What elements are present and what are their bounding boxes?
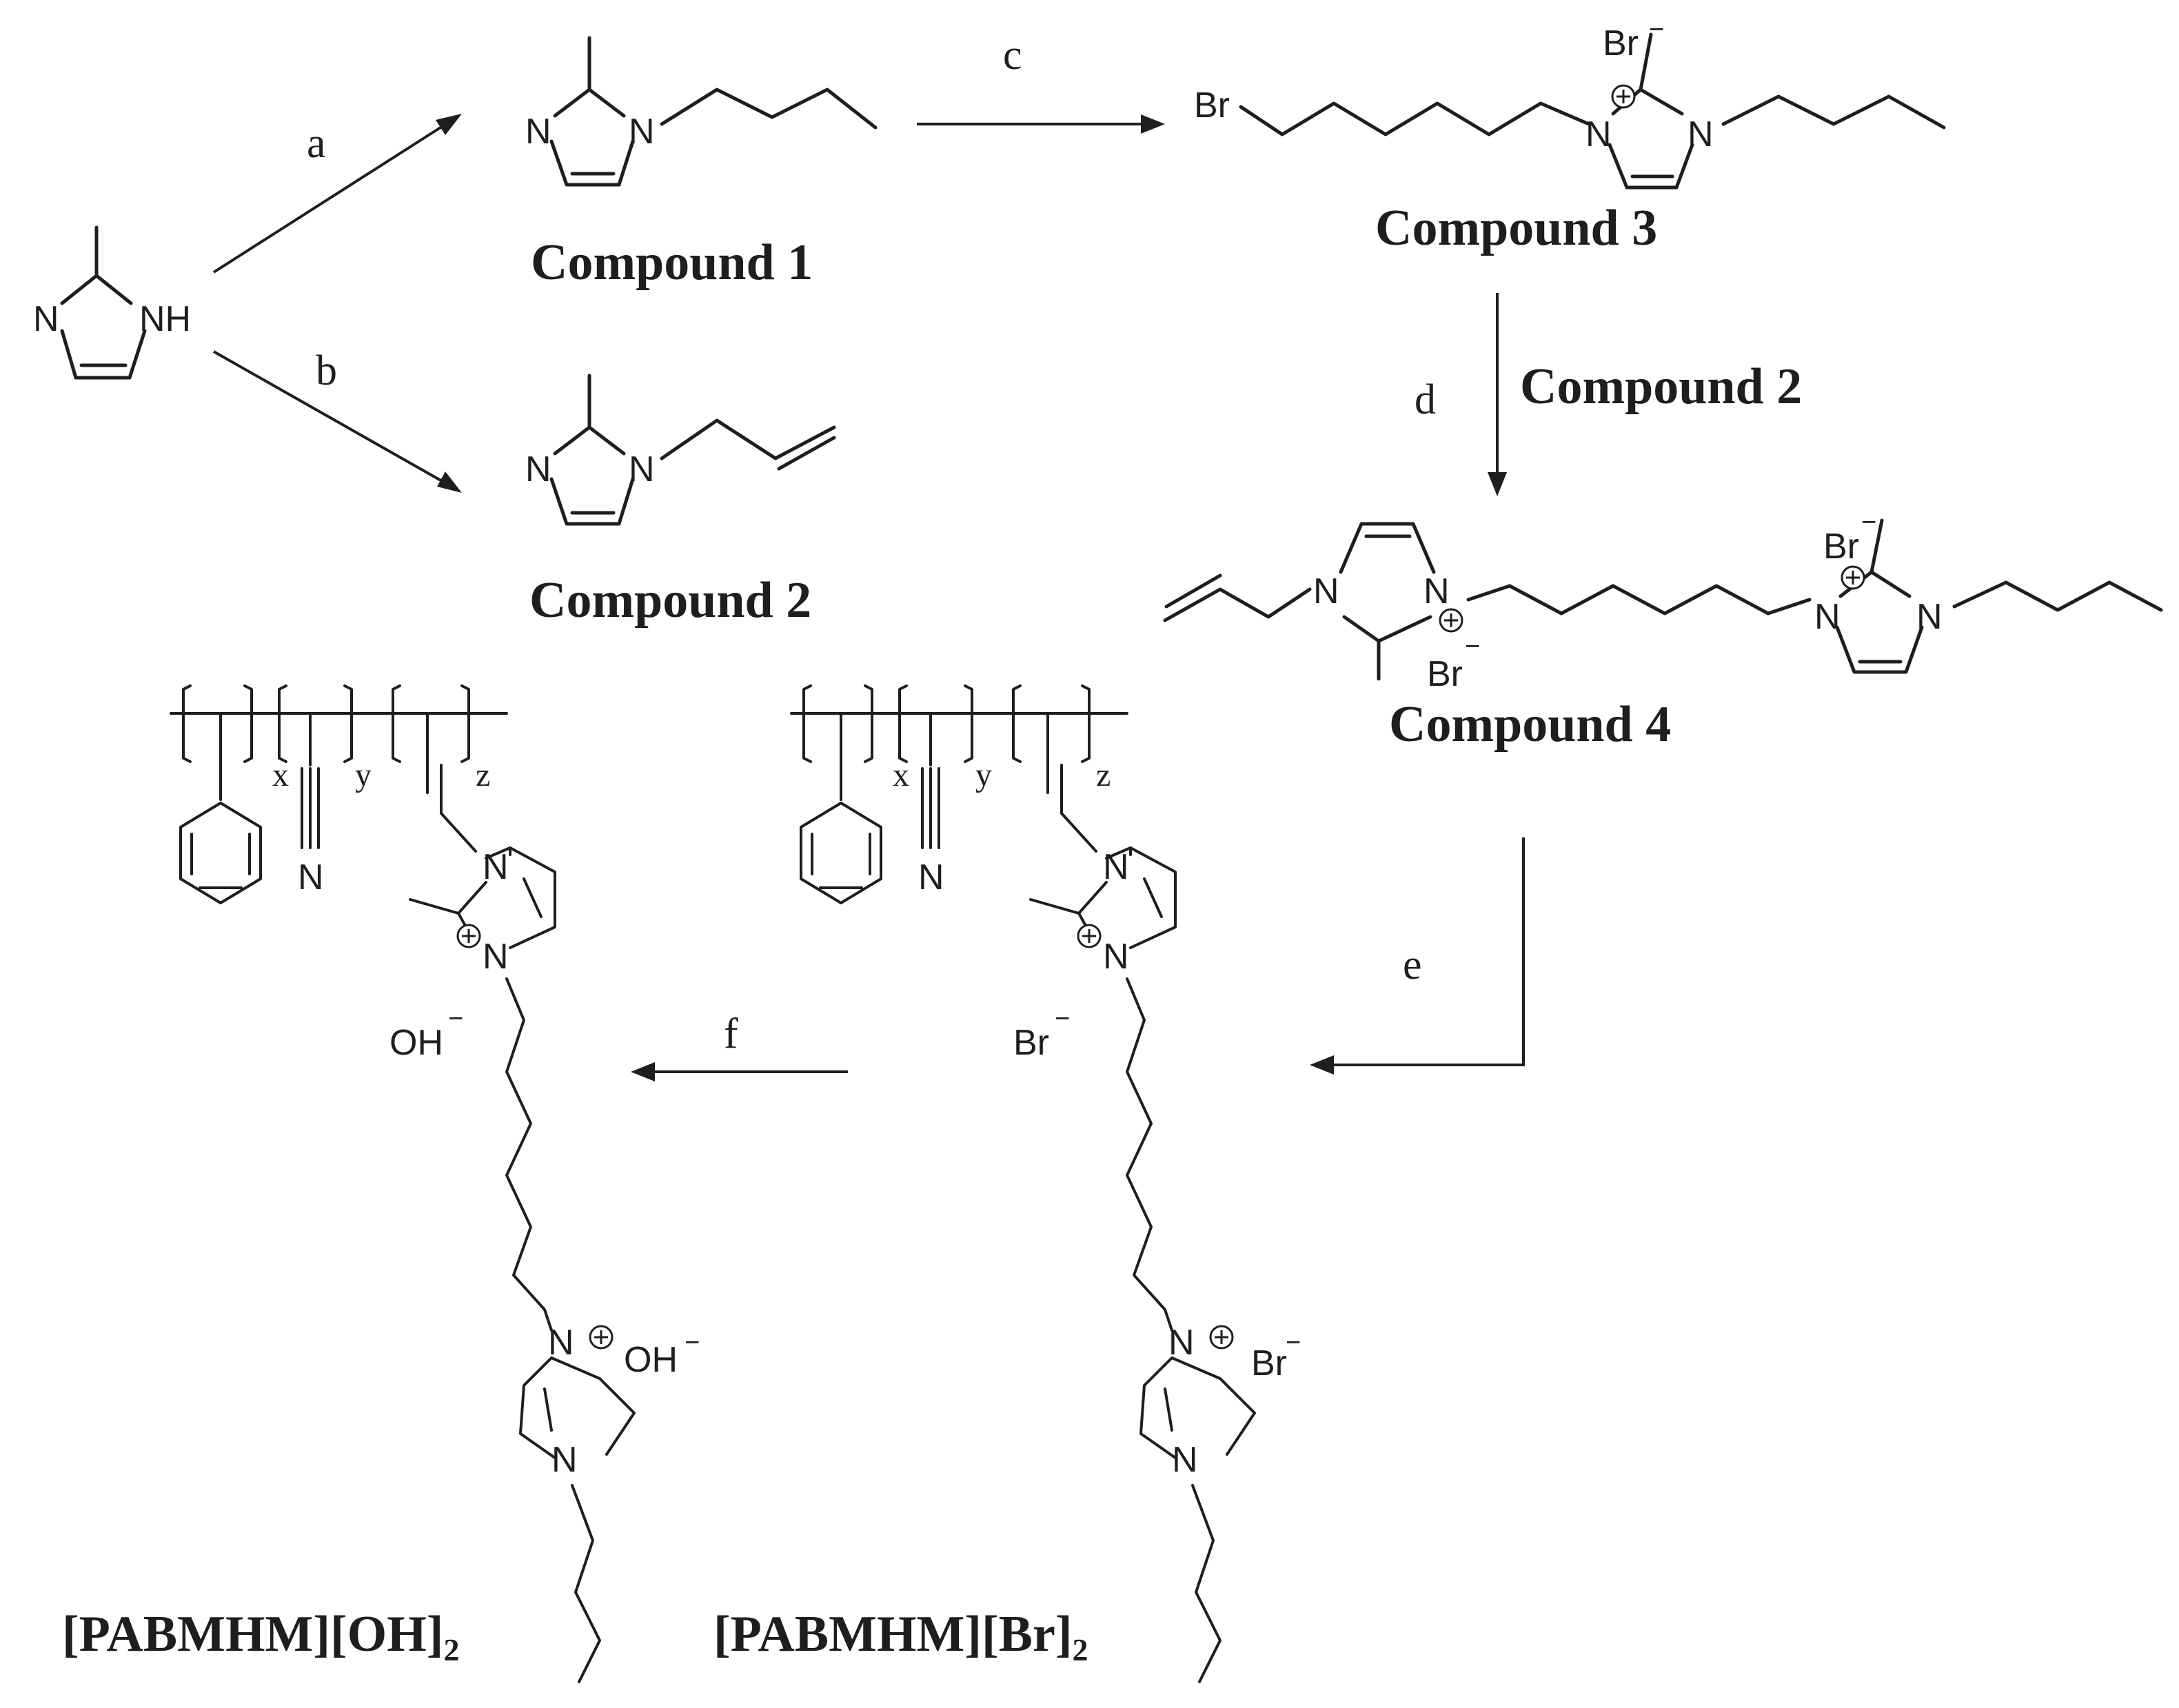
atom-n: N: [1103, 847, 1129, 887]
bromide-anion: Br: [1013, 1023, 1049, 1063]
atom-n-plus: N: [1423, 571, 1450, 611]
polymer-oh-label: [PABMHM][OH]2: [62, 1606, 459, 1667]
step-label-c: c: [1003, 32, 1022, 79]
atom-n: N: [1688, 114, 1714, 154]
compound-2-label: Compound 2: [529, 572, 811, 629]
atom-n-plus: N: [483, 937, 509, 977]
compound-1-structure: N N: [525, 36, 878, 187]
step-label-e: e: [1403, 942, 1422, 988]
index-x: x: [272, 757, 289, 793]
positive-charge-icon: [1077, 924, 1102, 948]
starting-material-2-methylimidazole: N NH: [33, 225, 191, 380]
positive-charge-icon: [589, 1325, 614, 1350]
index-y: y: [975, 757, 992, 793]
index-x: x: [893, 757, 909, 793]
atom-n: N: [1172, 1440, 1198, 1480]
arrow-c: c: [917, 32, 1165, 134]
step-label-f: f: [724, 1010, 738, 1057]
step-label-b: b: [316, 347, 337, 394]
bromide-anion: Br: [1427, 654, 1463, 694]
negative-charge: −: [1649, 15, 1664, 44]
negative-charge: −: [1861, 508, 1876, 537]
negative-charge: −: [1465, 632, 1480, 661]
positive-charge-icon: [1841, 565, 1865, 590]
positive-charge-icon: [1209, 1325, 1234, 1350]
atom-n: N: [918, 857, 944, 897]
reagent-compound-2-label: Compound 2: [1520, 358, 1802, 415]
atom-n-plus: N: [1103, 937, 1129, 977]
atom-n: N: [1916, 597, 1943, 637]
compound-3-structure: Br N N Br −: [1194, 15, 1946, 190]
atom-n: N: [525, 112, 551, 152]
compound-2-structure: N N: [525, 374, 836, 526]
hydroxide-anion: OH: [389, 1023, 443, 1063]
atom-n: N: [629, 112, 655, 152]
negative-charge: −: [448, 1004, 463, 1033]
index-y: y: [355, 757, 372, 793]
atom-n: N: [1313, 571, 1339, 611]
arrow-d: d Compound 2: [1415, 293, 1802, 496]
bromide-anion: Br: [1823, 527, 1859, 567]
compound-1-label: Compound 1: [531, 234, 813, 291]
polymer-br-structure: N N N Br − N N Br − x y z: [790, 684, 1301, 1683]
atom-br: Br: [1194, 85, 1230, 125]
negative-charge: −: [1055, 1004, 1070, 1033]
compound-4-label: Compound 4: [1389, 696, 1671, 753]
atom-n: N: [551, 1440, 578, 1480]
polymer-br-label: [PABMHM][Br]2: [713, 1606, 1088, 1667]
step-label-d: d: [1415, 376, 1436, 423]
index-z: z: [1096, 757, 1111, 793]
bromide-anion: Br: [1603, 23, 1639, 63]
index-z: z: [476, 757, 490, 793]
polymer-oh-structure: N N N OH − N N OH − x y z: [170, 684, 700, 1683]
bromide-anion: Br: [1251, 1343, 1287, 1383]
atom-n-plus: N: [1585, 114, 1612, 154]
atom-n: N: [483, 847, 509, 887]
arrow-e: e: [1310, 837, 1525, 1075]
atom-n-plus: N: [1814, 597, 1841, 637]
arrow-a: a: [212, 114, 462, 274]
step-label-a: a: [307, 120, 326, 167]
atom-nh: NH: [139, 299, 191, 339]
atom-n: N: [525, 449, 551, 489]
atom-n: N: [33, 299, 59, 339]
negative-charge: −: [685, 1328, 700, 1357]
compound-4-structure: N N Br − N N Br −: [1163, 508, 2163, 694]
compound-3-label: Compound 3: [1375, 200, 1657, 256]
arrow-f: f: [631, 1010, 848, 1081]
positive-charge-icon: [1439, 608, 1463, 633]
negative-charge: −: [1286, 1328, 1301, 1357]
atom-n: N: [298, 857, 324, 897]
atom-n: N: [629, 449, 655, 489]
atom-n-plus: N: [548, 1323, 574, 1363]
hydroxide-anion: OH: [624, 1340, 678, 1380]
positive-charge-icon: [1611, 84, 1636, 109]
arrow-b: b: [213, 347, 462, 493]
atom-n-plus: N: [1168, 1323, 1195, 1363]
positive-charge-icon: [456, 924, 481, 948]
